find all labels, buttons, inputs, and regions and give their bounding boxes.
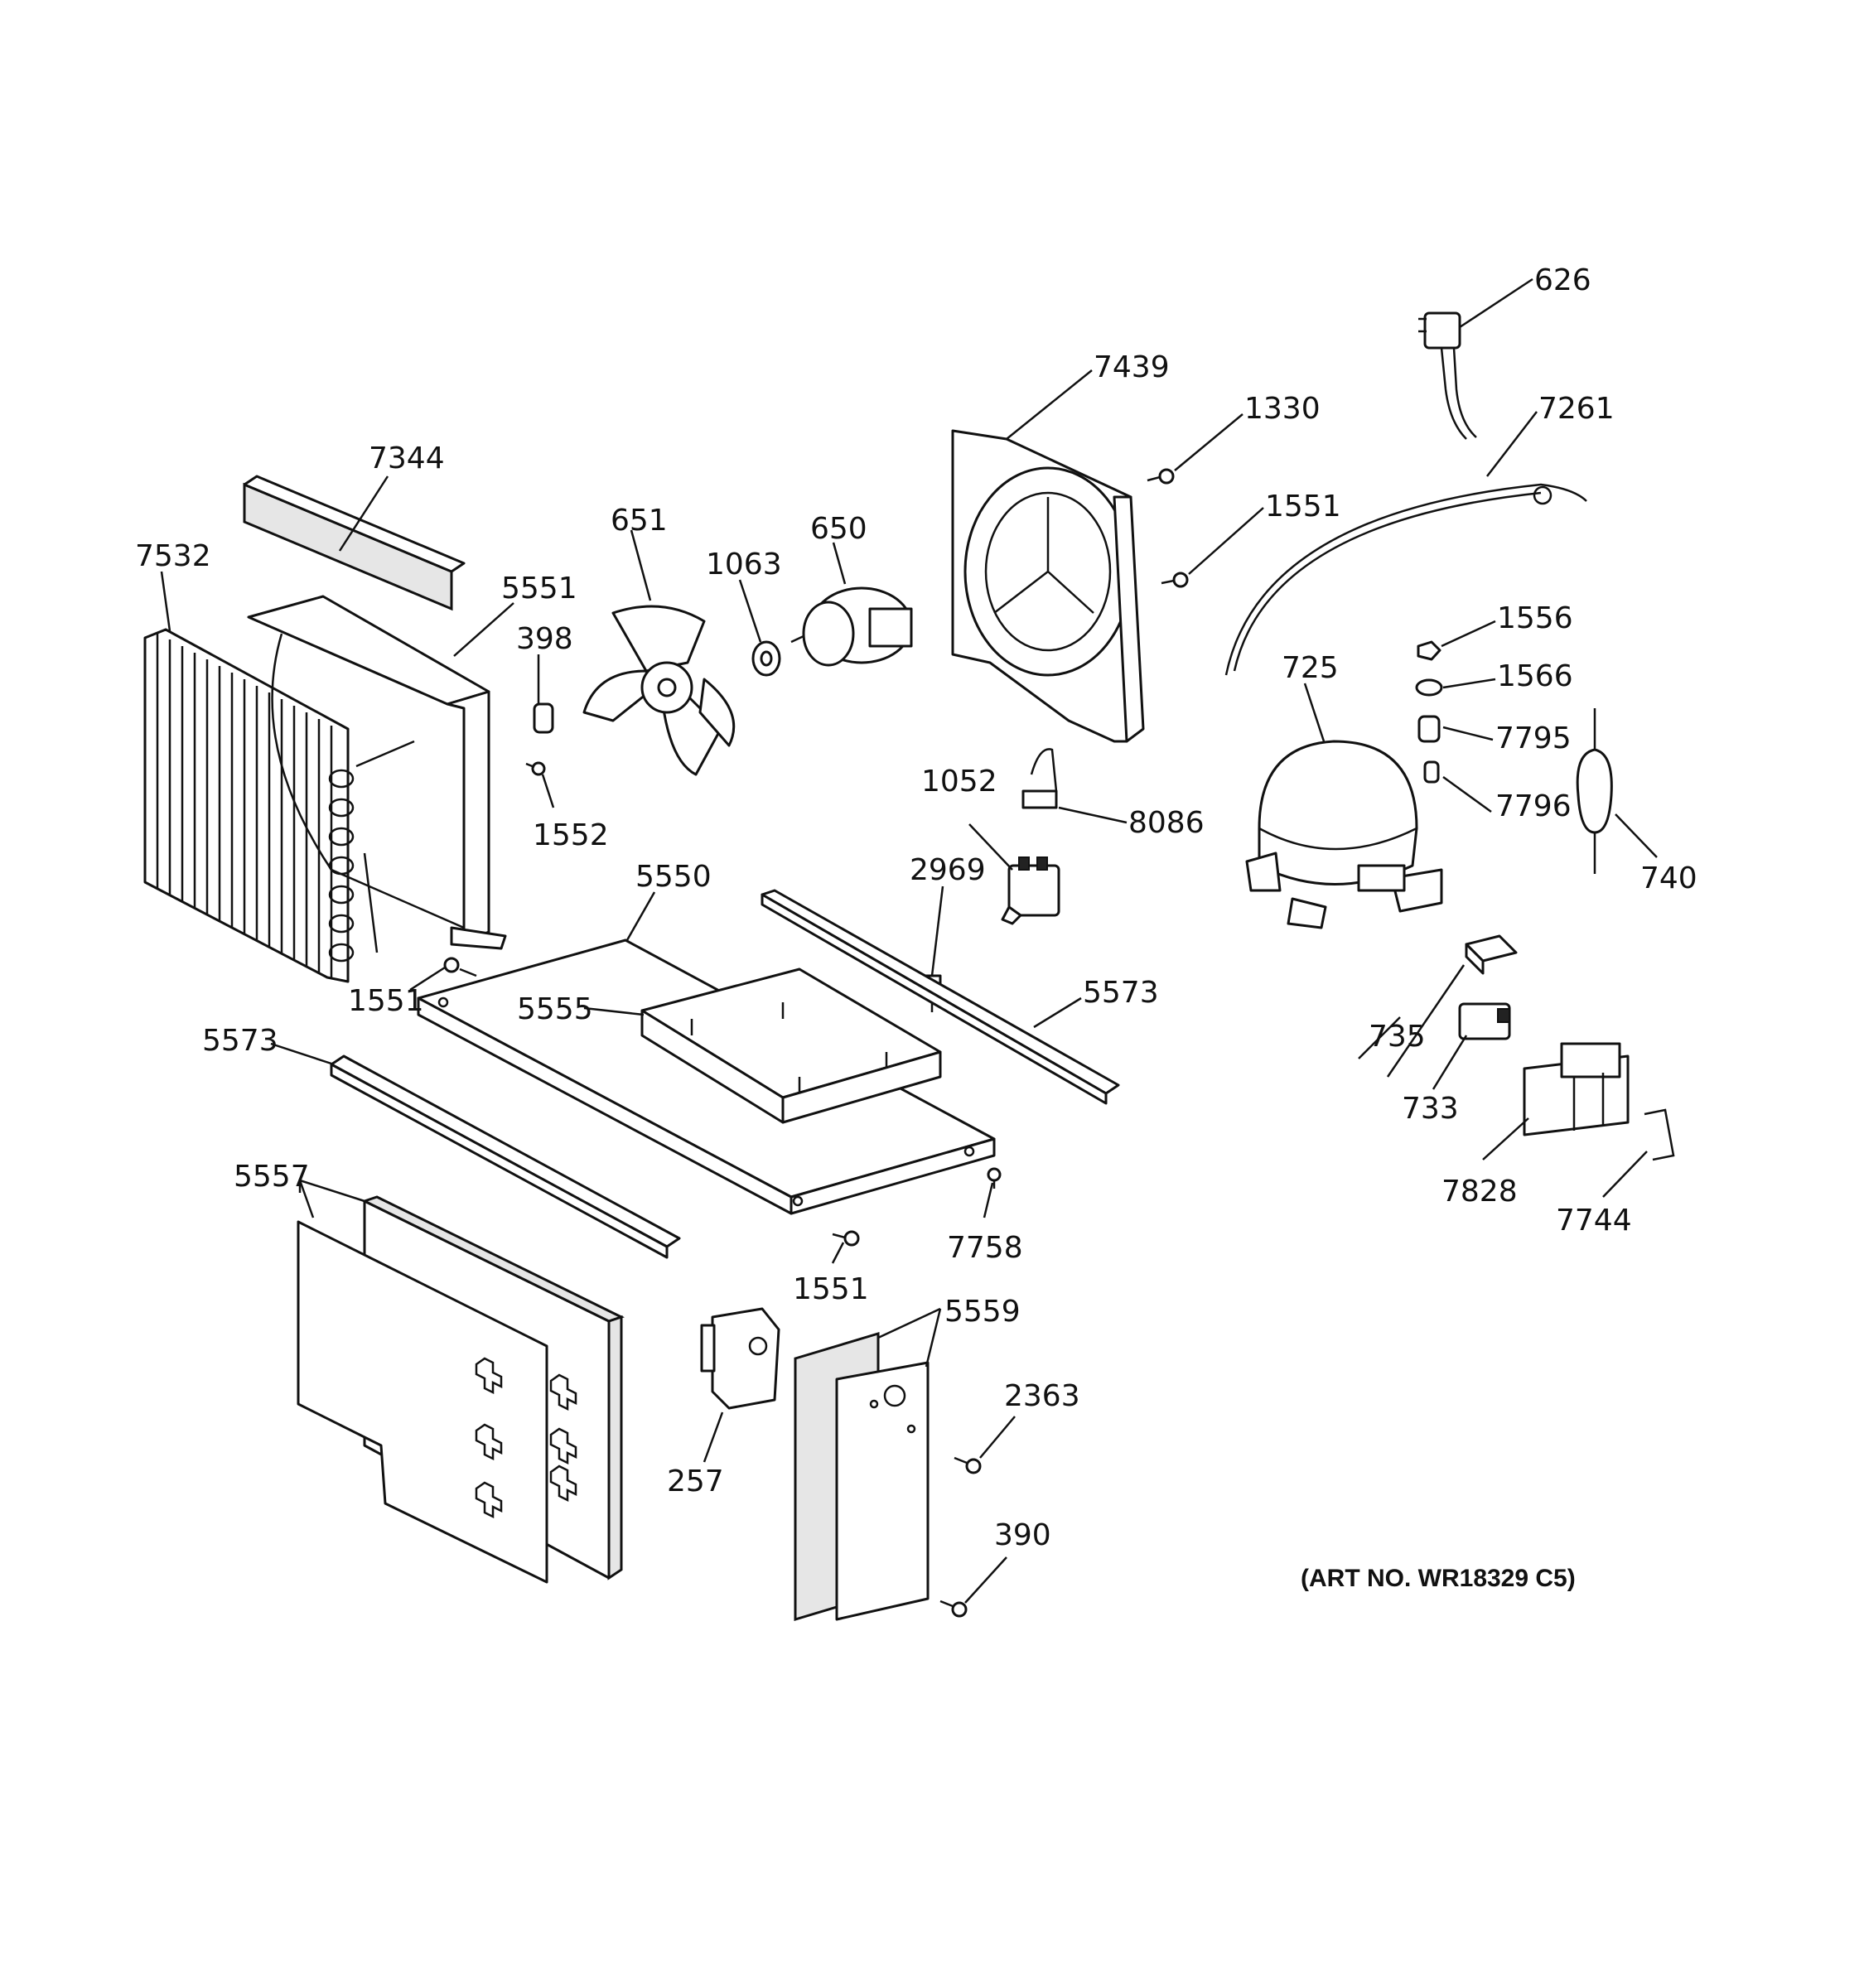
part-7344-foam-strip bbox=[243, 475, 466, 611]
part-labels: 626 7439 1330 7261 1551 7344 651 1063 65… bbox=[135, 263, 1697, 1592]
label-398: 398 bbox=[516, 622, 573, 656]
leader-lines bbox=[160, 277, 1658, 1604]
label-5557: 5557 bbox=[234, 1160, 310, 1194]
label-7439: 7439 bbox=[1094, 350, 1170, 384]
label-651: 651 bbox=[611, 504, 668, 538]
part-5555-tray bbox=[640, 967, 942, 1124]
part-1566-washer bbox=[1415, 678, 1443, 697]
label-8086: 8086 bbox=[1128, 806, 1205, 840]
part-8086-clip bbox=[1021, 748, 1058, 809]
part-7744-clip bbox=[1644, 1108, 1675, 1161]
label-7828: 7828 bbox=[1441, 1175, 1518, 1209]
part-650-fan-motor bbox=[790, 586, 913, 667]
label-5555: 5555 bbox=[517, 992, 593, 1026]
part-1063-washer bbox=[751, 640, 781, 677]
part-7796-sleeve bbox=[1423, 760, 1440, 784]
label-650: 650 bbox=[810, 512, 867, 546]
label-1063: 1063 bbox=[706, 548, 782, 581]
part-733-overload bbox=[1458, 1002, 1511, 1040]
label-735: 735 bbox=[1369, 1020, 1426, 1054]
label-1551-top: 1551 bbox=[1265, 490, 1341, 524]
label-2363: 2363 bbox=[1004, 1379, 1080, 1413]
label-725: 725 bbox=[1282, 651, 1339, 685]
part-7795-grommet bbox=[1417, 715, 1441, 743]
part-398-grommet bbox=[533, 702, 554, 734]
part-651-fan-blade bbox=[582, 605, 736, 776]
part-735-cover bbox=[1465, 934, 1518, 975]
art-number: (ART NO. WR18329 C5) bbox=[1301, 1565, 1576, 1592]
label-7795: 7795 bbox=[1495, 721, 1572, 755]
label-5573-right: 5573 bbox=[1083, 976, 1159, 1010]
label-1551-bottom: 1551 bbox=[793, 1272, 869, 1306]
part-5557-panel-front bbox=[297, 1220, 577, 1584]
label-7261: 7261 bbox=[1538, 392, 1615, 426]
label-5559: 5559 bbox=[944, 1295, 1021, 1329]
part-5573-rail-right bbox=[761, 889, 1120, 1105]
part-626-power-cord bbox=[1418, 311, 1477, 440]
part-5559-panel-front bbox=[835, 1361, 930, 1621]
label-1551-mid: 1551 bbox=[348, 984, 424, 1018]
part-7532-condenser bbox=[143, 628, 415, 983]
label-5551: 5551 bbox=[501, 572, 577, 606]
label-7796: 7796 bbox=[1495, 789, 1572, 823]
label-733: 733 bbox=[1402, 1092, 1459, 1126]
part-7828-starter bbox=[1523, 1042, 1630, 1136]
part-257-timer bbox=[700, 1307, 780, 1410]
part-7261-tube bbox=[1224, 483, 1587, 676]
label-740: 740 bbox=[1640, 861, 1697, 895]
part-1556-nut bbox=[1417, 640, 1441, 661]
part-1551-screw-top bbox=[1161, 572, 1189, 588]
label-5550: 5550 bbox=[635, 860, 712, 894]
label-626: 626 bbox=[1534, 263, 1591, 297]
part-1052-relay bbox=[1001, 856, 1060, 925]
label-5573-left: 5573 bbox=[202, 1024, 278, 1058]
label-1052: 1052 bbox=[921, 765, 997, 799]
label-2969: 2969 bbox=[910, 853, 986, 887]
label-1566: 1566 bbox=[1497, 659, 1573, 693]
part-5551-shroud bbox=[247, 595, 507, 950]
part-1551-screw-mid bbox=[443, 957, 477, 977]
part-1551-screw-bottom bbox=[832, 1230, 860, 1247]
label-7758: 7758 bbox=[947, 1231, 1023, 1265]
part-390-screw bbox=[939, 1600, 968, 1618]
label-7344: 7344 bbox=[369, 442, 445, 475]
label-1552: 1552 bbox=[533, 818, 609, 852]
label-7532: 7532 bbox=[135, 539, 211, 573]
label-257: 257 bbox=[667, 1464, 724, 1498]
label-1556: 1556 bbox=[1497, 601, 1573, 635]
label-7744: 7744 bbox=[1556, 1204, 1632, 1238]
part-1330-screw bbox=[1147, 468, 1175, 485]
label-1330: 1330 bbox=[1244, 392, 1321, 426]
part-5573-rail-left bbox=[330, 1054, 681, 1259]
part-740-dryer bbox=[1576, 708, 1613, 874]
part-2363-screw bbox=[954, 1456, 982, 1474]
label-390: 390 bbox=[994, 1518, 1051, 1552]
part-1552-screw bbox=[525, 761, 546, 776]
part-725-compressor bbox=[1245, 740, 1443, 929]
part-7758-screw bbox=[987, 1167, 1002, 1189]
part-7439-fan-bracket bbox=[951, 429, 1145, 743]
